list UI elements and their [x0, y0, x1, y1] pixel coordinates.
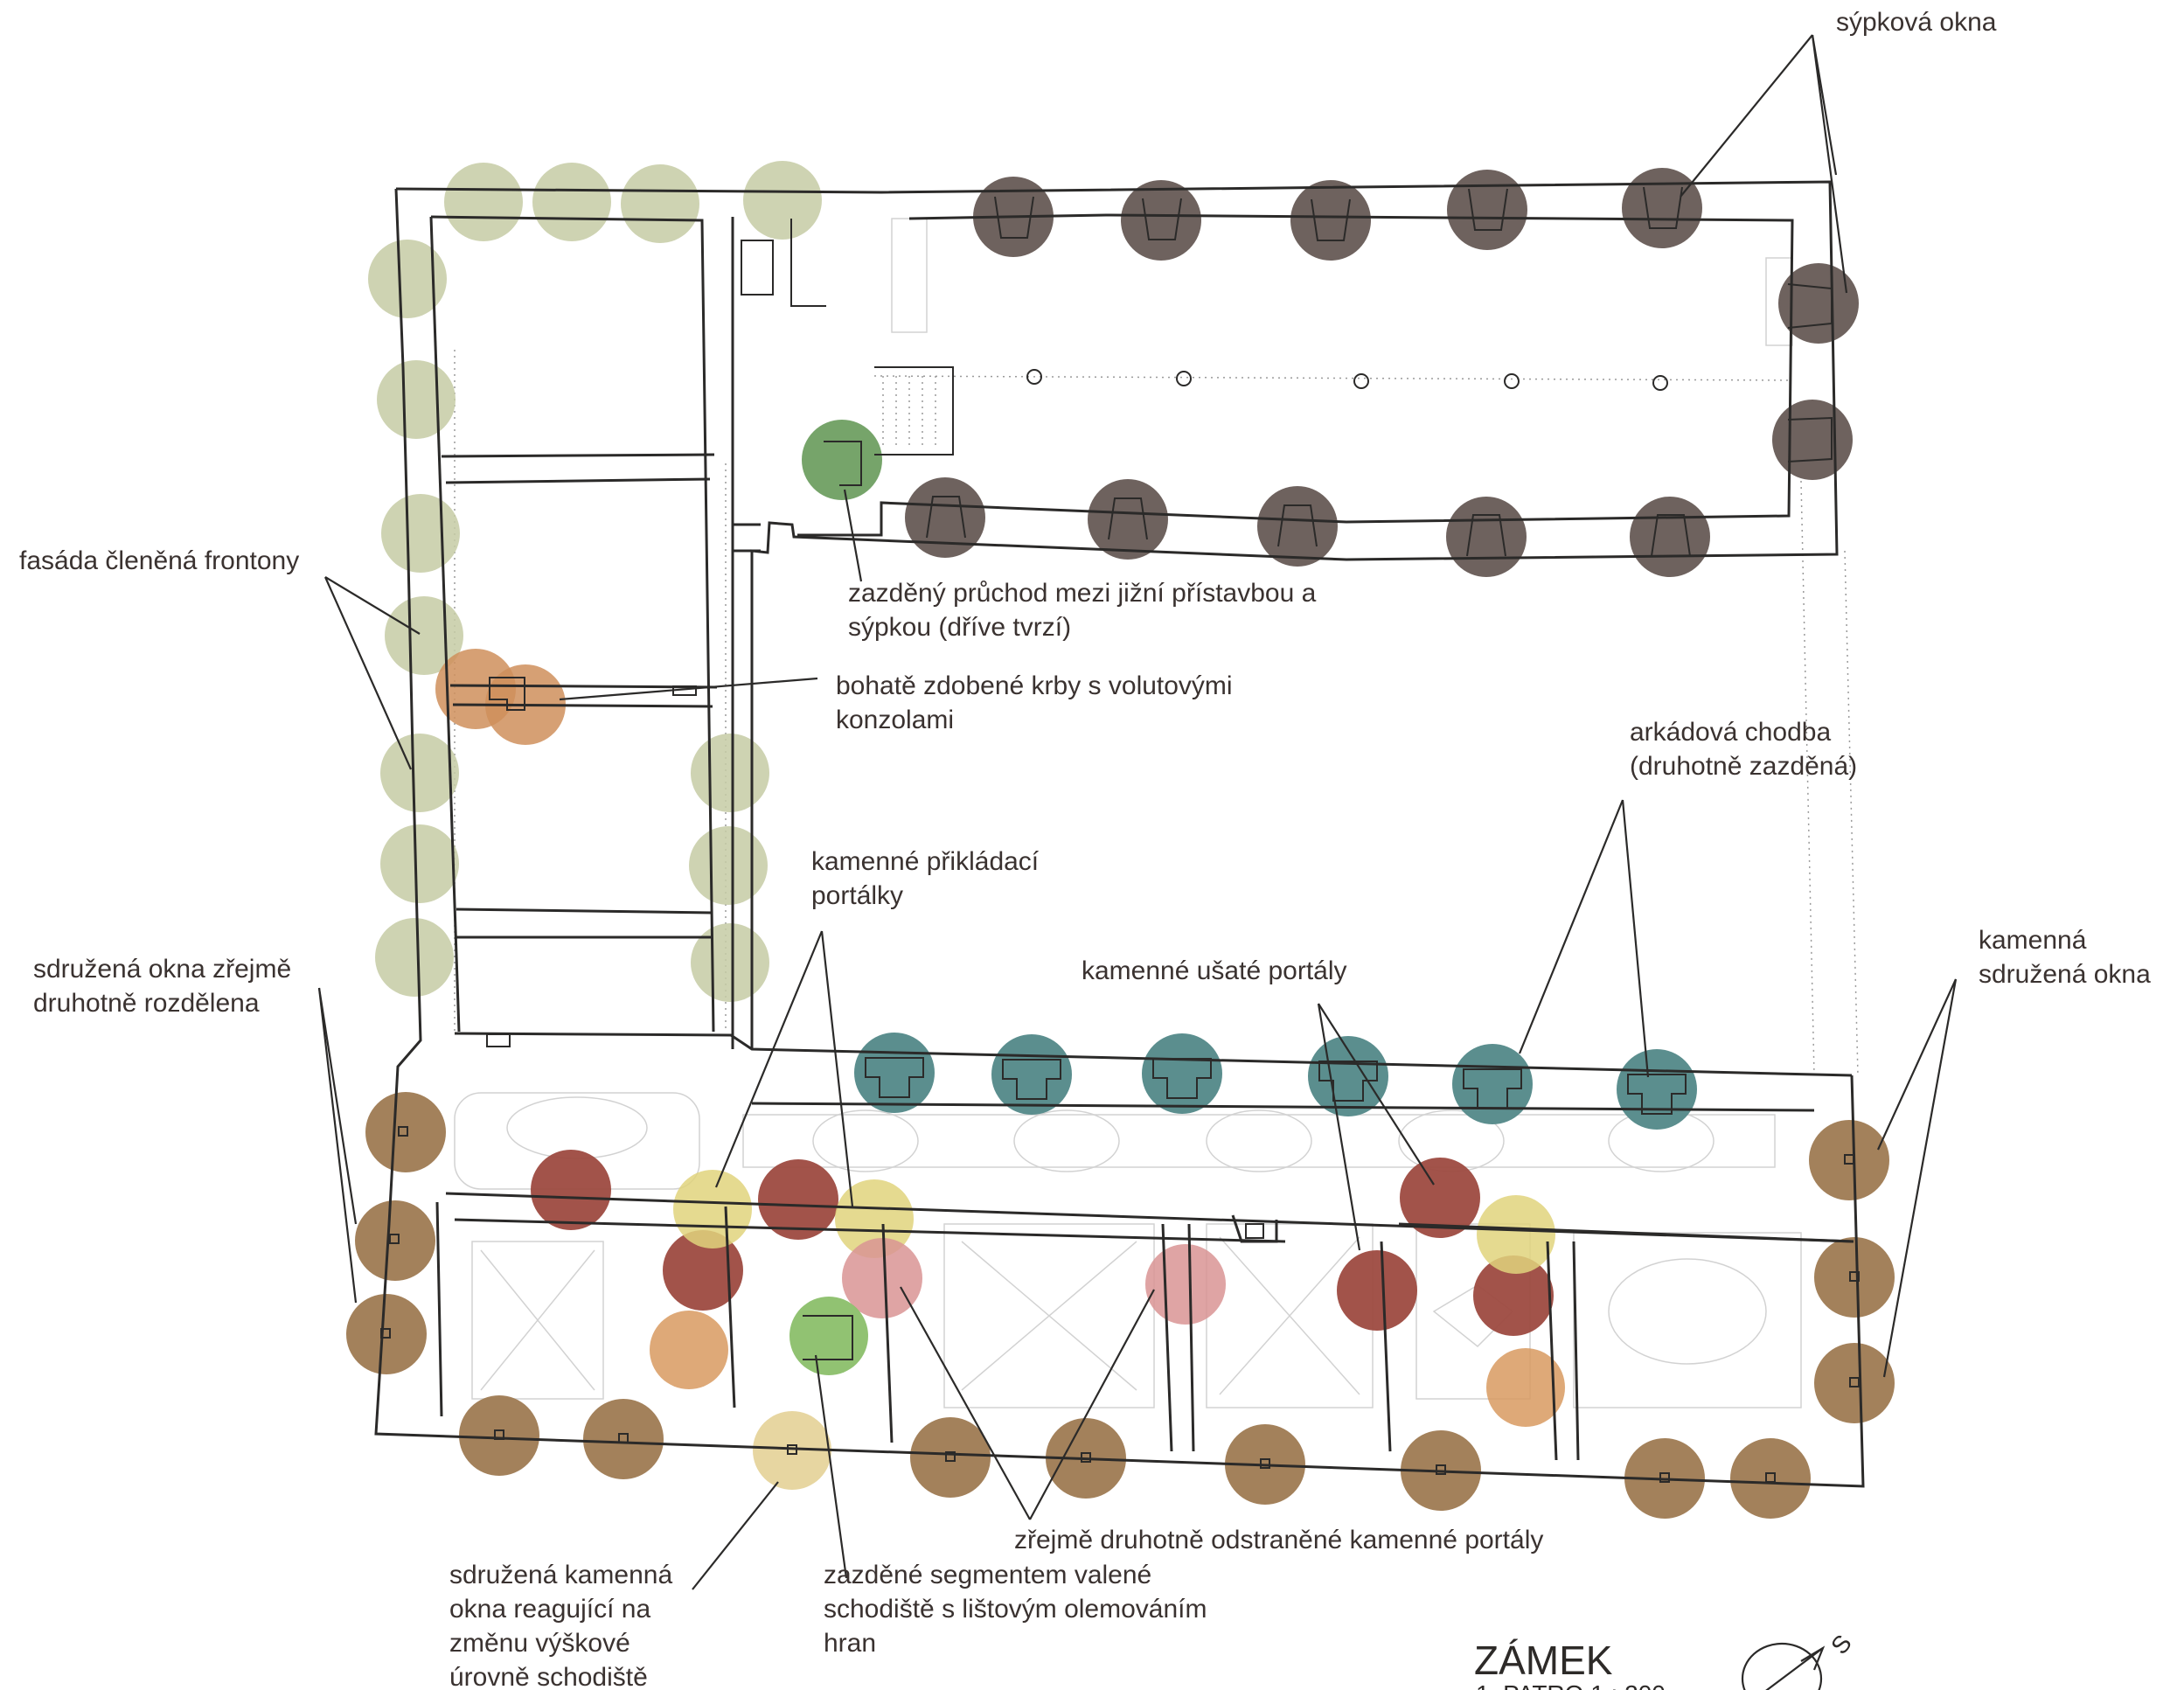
label-fasada: fasáda členěná frontony [19, 546, 299, 575]
stone-portal-marker [531, 1150, 611, 1230]
arcade-portal-marker [1142, 1033, 1222, 1114]
label-sdruzena-1: sdružená okna zřejmě [33, 955, 291, 984]
coupled-window-marker [459, 1395, 539, 1476]
coupled-window-marker [1809, 1120, 1889, 1200]
gable-window-marker [743, 161, 822, 240]
walls [374, 180, 1865, 1488]
coupled-window-marker [910, 1417, 991, 1498]
stone-portal-marker [1337, 1250, 1417, 1331]
coupled-window-marker [1814, 1343, 1895, 1423]
coupled-window-marker [365, 1092, 446, 1172]
gable-window-marker [375, 918, 454, 997]
walled-stair-marker [789, 1297, 868, 1375]
label-schodiste-okna-4: úrovně schodiště [449, 1663, 648, 1690]
label-portalky-2: portálky [811, 881, 903, 910]
stone-portal-marker [758, 1159, 838, 1240]
label-segment-2: schodiště s lištovým olemováním [824, 1595, 1207, 1624]
label-sypkova-okna: sýpková okna [1836, 8, 1997, 37]
leader-lines [317, 34, 1958, 1590]
drawing-scale: 1. PATRO 1 : 200 [1476, 1680, 1666, 1690]
north-arrow-letter: S [1826, 1630, 1857, 1659]
granary-window-marker [905, 477, 985, 558]
coupled-window-marker [583, 1399, 664, 1479]
granary-window-marker [1088, 479, 1168, 560]
gable-window-marker [691, 734, 769, 812]
vault-patterns [454, 218, 1802, 1408]
coupled-window-marker [355, 1200, 435, 1281]
label-arkadova-1: arkádová chodba [1630, 718, 1831, 747]
stone-portal-marker [663, 1230, 743, 1311]
label-segment-1: zazděné segmentem valené [824, 1561, 1151, 1589]
label-schodiste-okna-3: změnu výškové [449, 1629, 630, 1658]
label-kamenna-okna-2: sdružená okna [1979, 960, 2151, 989]
drawing-title: ZÁMEK [1474, 1638, 1613, 1683]
coupled-window-marker [346, 1294, 427, 1374]
label-krby-2: konzolami [836, 706, 954, 734]
label-zazdeny-2: sýpkou (dříve tvrzí) [848, 613, 1071, 642]
gable-window-marker [381, 494, 460, 573]
label-arkadova-2: (druhotně zazděná) [1630, 752, 1857, 781]
label-odstranene: zřejmě druhotně odstraněné kamenné portá… [1014, 1526, 1543, 1554]
label-sdruzena-2: druhotně rozdělena [33, 989, 260, 1018]
stone-portalka-marker [673, 1170, 752, 1248]
arcade-portal-marker [1452, 1044, 1533, 1124]
granary-window-marker [1622, 168, 1702, 248]
label-segment-3: hran [824, 1629, 876, 1658]
labels: sýpková okna fasáda členěná frontony zaz… [19, 8, 2151, 1690]
gable-window-marker [380, 824, 459, 903]
granary-window-marker [1257, 486, 1338, 567]
stone-portal-marker [1473, 1255, 1554, 1336]
removed-portal-marker [842, 1238, 922, 1318]
granary-window-marker [1772, 400, 1853, 480]
markers [346, 161, 1895, 1519]
granary-window-marker [1290, 180, 1371, 261]
label-krby-1: bohatě zdobené krby s volutovými [836, 671, 1233, 700]
coupled-window-marker [1730, 1438, 1811, 1519]
title-block: ZÁMEK 1. PATRO 1 : 200 [1474, 1638, 1666, 1690]
north-arrow-icon: S [1741, 1630, 1857, 1690]
gable-window-marker [377, 360, 456, 439]
gable-window-marker [380, 734, 459, 812]
label-zazdeny-1: zazděný průchod mezi jižní přístavbou a [848, 579, 1317, 608]
stair-window-marker [753, 1411, 831, 1490]
granary-window-marker [1121, 180, 1201, 261]
label-kamenna-okna-1: kamenná [1979, 926, 2087, 955]
label-portalky-1: kamenné přikládací [811, 847, 1040, 876]
gable-window-marker [621, 164, 699, 243]
gable-window-marker [532, 163, 611, 241]
granary-window-marker [1447, 170, 1527, 250]
walled-passage-marker [802, 420, 882, 500]
granary-window-marker [1778, 263, 1859, 344]
stone-portalka-marker [835, 1179, 914, 1258]
opening-marker [1486, 1348, 1565, 1427]
gable-window-marker [444, 163, 523, 241]
coupled-window-marker [1814, 1237, 1895, 1318]
label-schodiste-okna-1: sdružená kamenná [449, 1561, 672, 1589]
gable-window-marker [689, 826, 768, 905]
stone-portalka-marker [1477, 1195, 1555, 1274]
label-usate: kamenné ušaté portály [1082, 956, 1347, 985]
label-schodiste-okna-2: okna reagující na [449, 1595, 650, 1624]
granary-window-marker [1446, 497, 1527, 577]
granary-window-marker [1630, 497, 1710, 577]
removed-portal-marker [1145, 1244, 1226, 1325]
opening-marker [650, 1311, 728, 1389]
gable-window-marker [691, 923, 769, 1002]
stone-portal-marker [1400, 1158, 1480, 1238]
gable-window-marker [368, 240, 447, 318]
